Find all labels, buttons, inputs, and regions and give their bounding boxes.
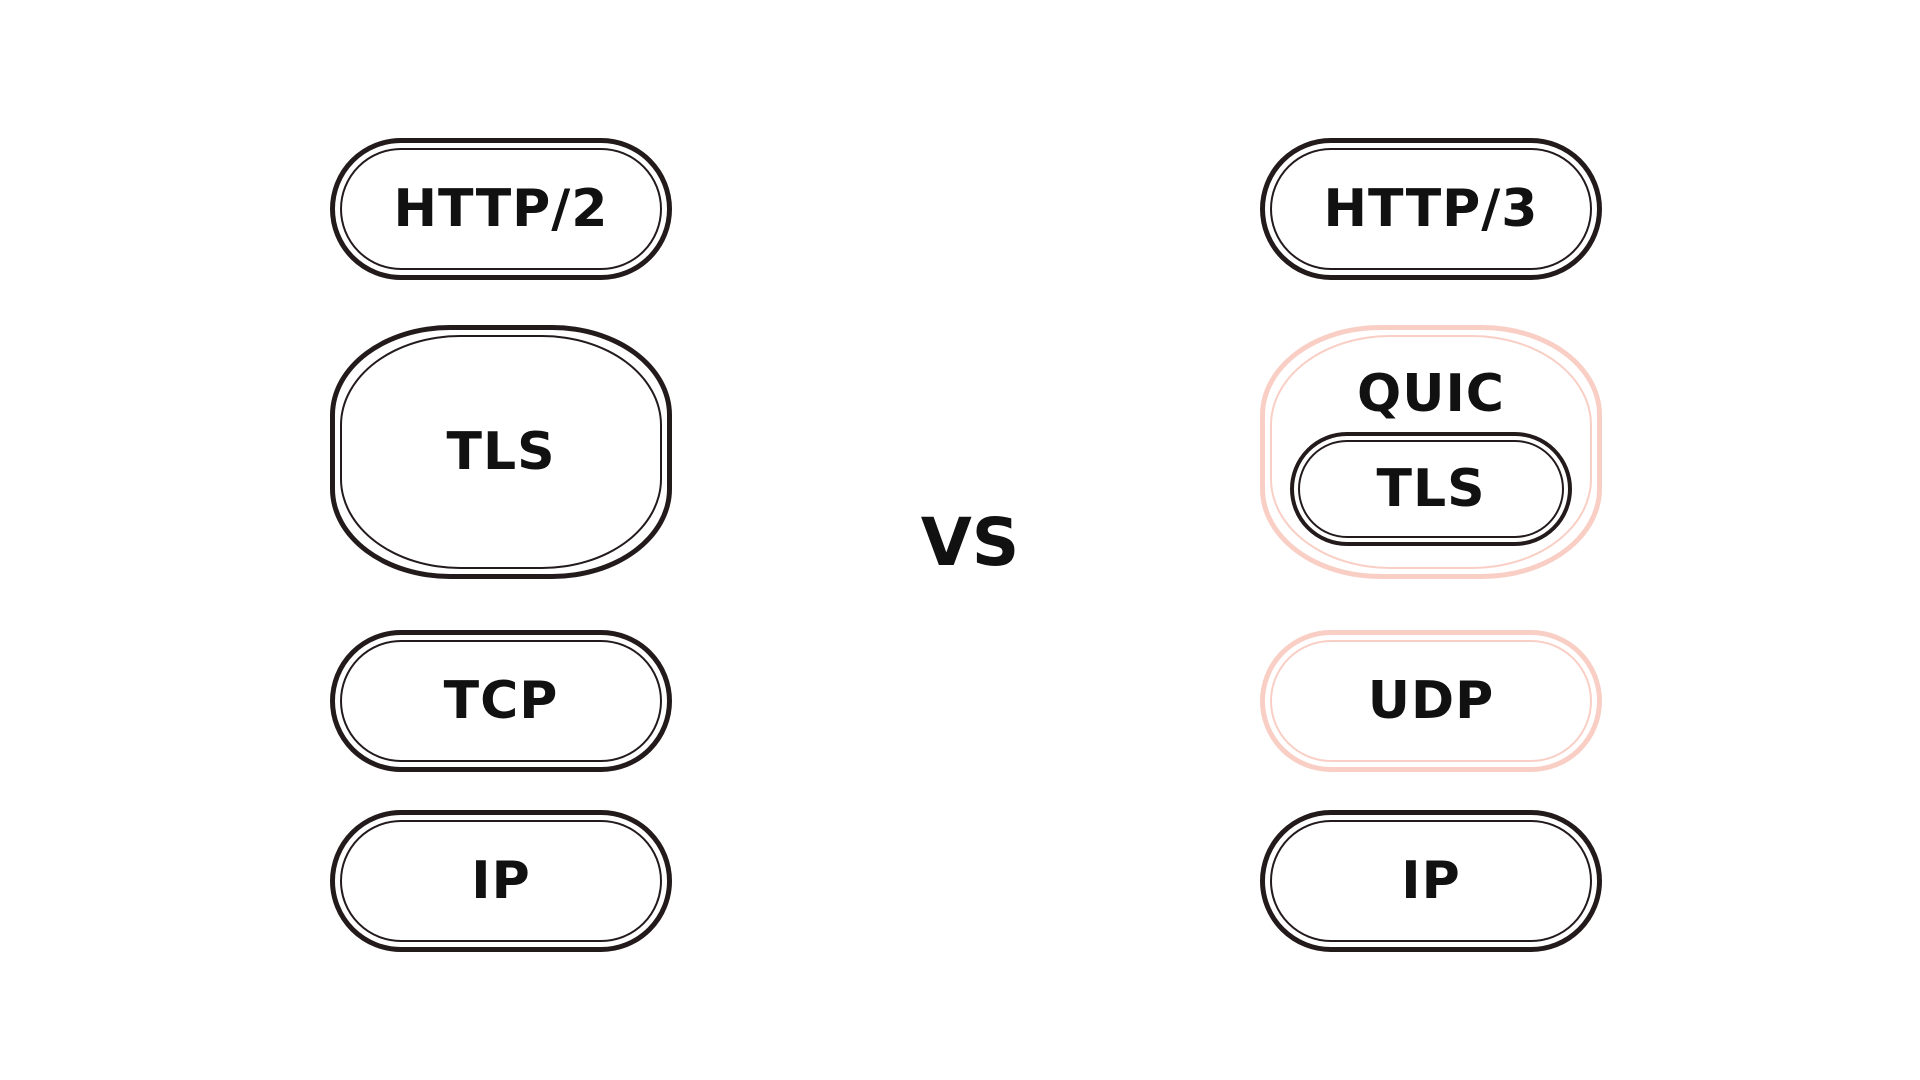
- left-http2-label: HTTP/2: [393, 179, 609, 239]
- left-http2-layer: HTTP/2: [330, 138, 672, 280]
- vs-separator: VS: [920, 504, 1020, 581]
- right-udp-layer: UDP: [1260, 630, 1602, 772]
- right-quic-inner-tls-layer: TLS: [1290, 432, 1572, 546]
- left-tcp-label: TCP: [443, 671, 559, 731]
- left-ip-layer: IP: [330, 810, 672, 952]
- right-http3-layer: HTTP/3: [1260, 138, 1602, 280]
- right-http3-label: HTTP/3: [1323, 179, 1539, 239]
- right-quic-inner-tls-label: TLS: [1376, 459, 1486, 519]
- right-ip-layer: IP: [1260, 810, 1602, 952]
- left-tls-layer: TLS: [330, 325, 672, 579]
- right-ip-label: IP: [1401, 851, 1461, 911]
- left-tcp-layer: TCP: [330, 630, 672, 772]
- left-tls-label: TLS: [446, 422, 556, 482]
- right-udp-label: UDP: [1367, 671, 1495, 731]
- right-quic-layer: QUIC TLS: [1260, 325, 1602, 579]
- right-quic-label: QUIC: [1357, 364, 1505, 424]
- left-ip-label: IP: [471, 851, 531, 911]
